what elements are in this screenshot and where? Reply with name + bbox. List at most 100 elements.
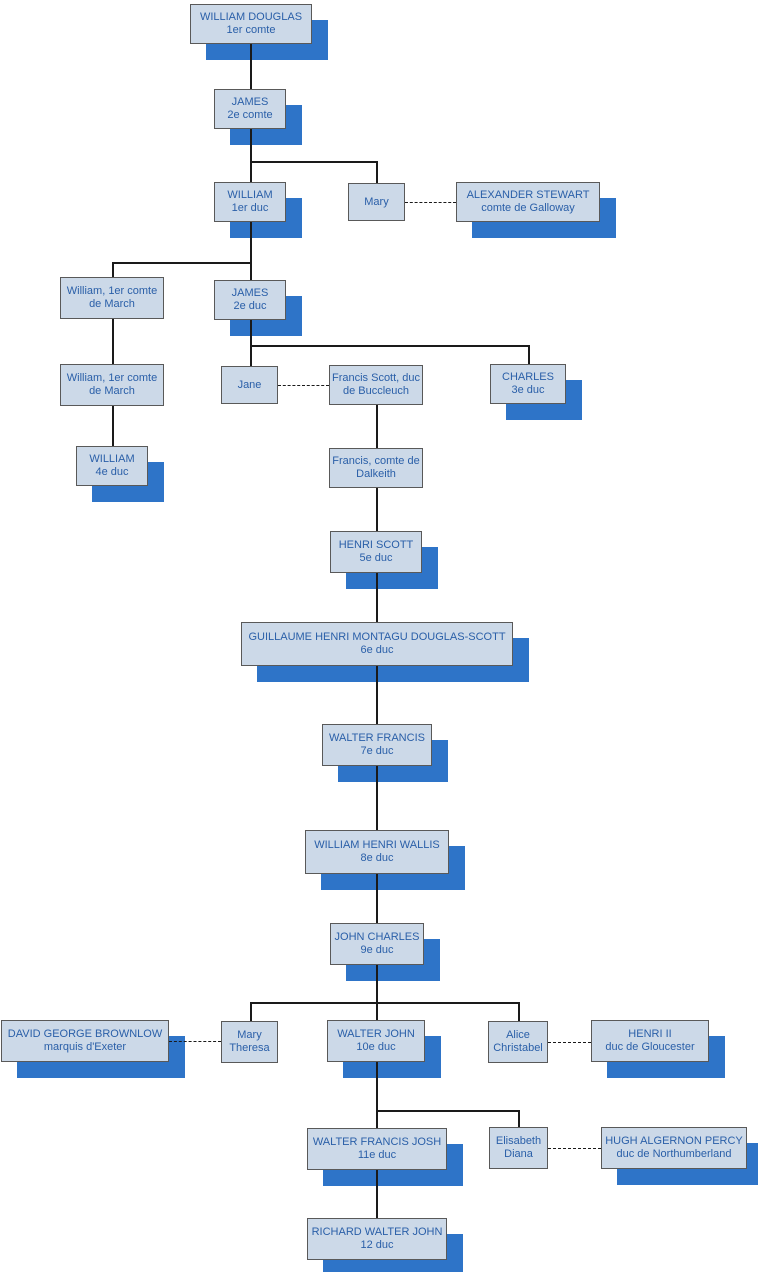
person-name: Alice bbox=[506, 1029, 530, 1041]
person-name: WALTER FRANCIS bbox=[329, 732, 425, 744]
person-title: de Buccleuch bbox=[342, 385, 410, 397]
person-name: DAVID GEORGE BROWNLOW bbox=[7, 1028, 163, 1040]
person-name: CHARLES bbox=[502, 371, 554, 383]
person-name: WALTER FRANCIS JOSH bbox=[312, 1136, 442, 1148]
connector-line bbox=[376, 1110, 378, 1128]
person-title: 6e duc bbox=[360, 644, 394, 656]
person-name: RICHARD WALTER JOHN bbox=[311, 1226, 443, 1238]
connector-line bbox=[518, 1110, 520, 1127]
person-name: ALEXANDER STEWART bbox=[466, 189, 590, 201]
connector-line bbox=[376, 573, 378, 622]
connector-line bbox=[112, 406, 114, 446]
connector-line bbox=[376, 488, 378, 531]
person-node[interactable]: Mary bbox=[348, 183, 405, 221]
connector-line bbox=[250, 129, 252, 182]
person-title: de March bbox=[89, 385, 135, 397]
connector-line bbox=[376, 766, 378, 830]
connector-line bbox=[376, 1170, 378, 1218]
person-title: 1er duc bbox=[231, 202, 269, 214]
person-title: duc de Gloucester bbox=[605, 1041, 695, 1053]
person-title: Christabel bbox=[493, 1042, 543, 1054]
person-name: HUGH ALGERNON PERCY bbox=[605, 1135, 743, 1147]
person-name: GUILLAUME HENRI MONTAGU DOUGLAS-SCOTT bbox=[248, 631, 506, 643]
connector-line bbox=[112, 319, 114, 364]
connector-line bbox=[376, 1002, 378, 1020]
person-name: WILLIAM bbox=[89, 453, 135, 465]
person-name: Francis Scott, duc bbox=[331, 372, 421, 384]
connector-line bbox=[376, 161, 378, 183]
connector-line bbox=[250, 161, 377, 163]
connector-line bbox=[376, 1062, 378, 1110]
person-title: 2e duc bbox=[233, 300, 267, 312]
connector-line bbox=[250, 320, 252, 366]
person-name: Jane bbox=[237, 378, 262, 391]
connector-line bbox=[250, 44, 252, 89]
person-name: WILLIAM bbox=[227, 189, 273, 201]
person-title: 10e duc bbox=[356, 1041, 396, 1053]
connector-line bbox=[112, 262, 251, 264]
person-name: Mary bbox=[364, 195, 389, 208]
person-name: WILLIAM HENRI WALLIS bbox=[314, 839, 440, 851]
person-title: Dalkeith bbox=[356, 468, 396, 480]
person-title: comte de Galloway bbox=[481, 202, 575, 214]
person-name: Francis, comte de bbox=[332, 455, 420, 467]
connector-line bbox=[250, 345, 529, 347]
connector-line bbox=[112, 262, 114, 277]
person-title: 4e duc bbox=[95, 466, 129, 478]
person-title: marquis d'Exeter bbox=[43, 1041, 127, 1053]
person-title: de March bbox=[89, 298, 135, 310]
person-title: 2e comte bbox=[227, 109, 273, 121]
person-title: 11e duc bbox=[357, 1149, 397, 1161]
connector-line bbox=[376, 405, 378, 448]
person-title: Theresa bbox=[229, 1042, 270, 1054]
person-name: WILLIAM DOUGLAS bbox=[199, 11, 303, 23]
connector-line bbox=[528, 345, 530, 364]
marriage-link bbox=[548, 1042, 591, 1043]
connector-line bbox=[376, 666, 378, 724]
connector-line bbox=[376, 874, 378, 923]
person-node[interactable]: Jane bbox=[221, 366, 278, 404]
person-title: 9e duc bbox=[360, 944, 394, 956]
person-title: duc de Northumberland bbox=[616, 1148, 732, 1160]
marriage-link bbox=[278, 385, 329, 386]
marriage-link bbox=[548, 1148, 601, 1149]
person-name: William, 1er comte bbox=[66, 372, 158, 384]
connector-line bbox=[376, 965, 378, 1002]
person-name: Elisabeth bbox=[495, 1135, 542, 1147]
person-title: 1er comte bbox=[226, 24, 276, 36]
connector-line bbox=[250, 1002, 252, 1021]
connector-line bbox=[376, 1110, 519, 1112]
person-name: HENRI II bbox=[628, 1028, 672, 1040]
marriage-link bbox=[405, 202, 456, 203]
connector-line bbox=[250, 1002, 519, 1004]
person-name: JOHN CHARLES bbox=[334, 931, 420, 943]
person-name: William, 1er comte bbox=[66, 285, 158, 297]
person-name: Mary bbox=[237, 1029, 262, 1041]
